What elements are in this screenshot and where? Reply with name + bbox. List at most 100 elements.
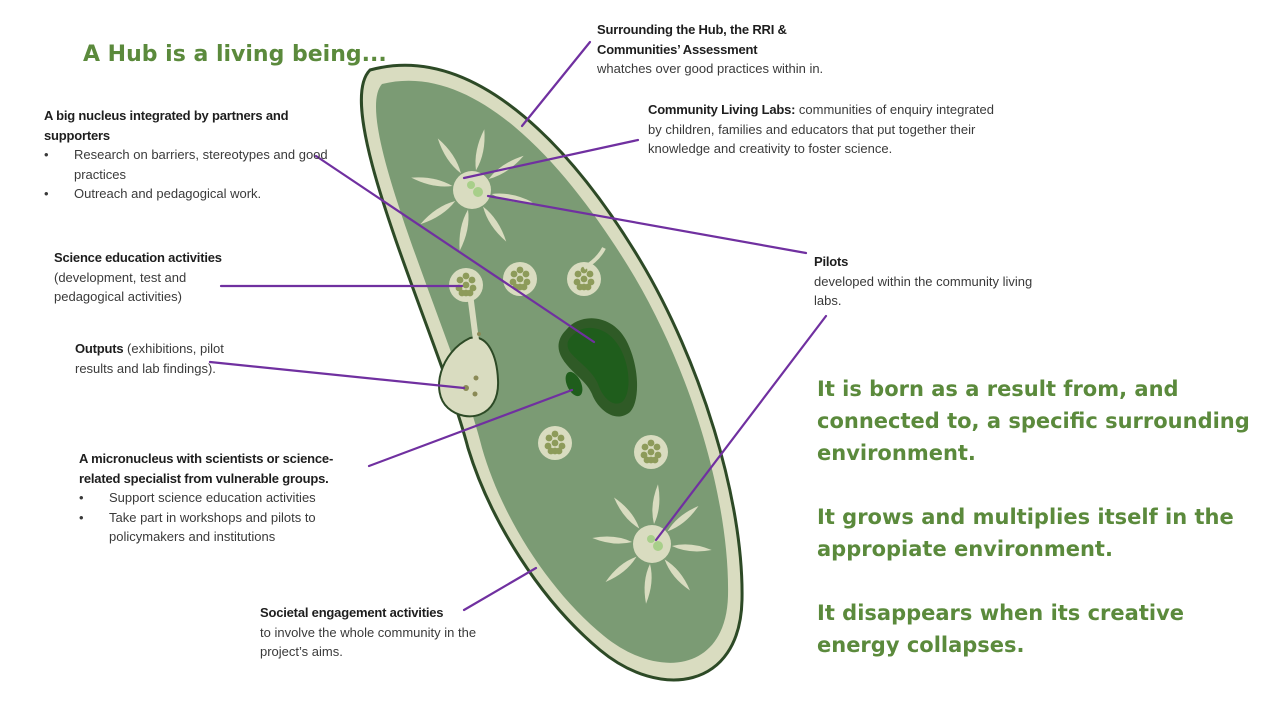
societal-heading: Societal engagement activities xyxy=(260,605,444,620)
nucleus-bullet: Research on barriers, stereotypes and go… xyxy=(44,145,329,184)
vacuole-granule xyxy=(520,283,528,291)
vacuole-ray xyxy=(420,201,456,225)
vacuole-granule xyxy=(653,443,661,451)
vacuole-granule xyxy=(469,284,477,292)
connector-living-labs xyxy=(462,138,640,180)
vacuole-granule xyxy=(647,439,655,447)
vacuole-granule xyxy=(586,270,594,278)
oral-dot xyxy=(472,391,478,397)
connector-outputs xyxy=(208,360,466,390)
vacuole-ray xyxy=(483,206,507,242)
vacuole-stem xyxy=(582,247,606,270)
vacuole-granule xyxy=(456,276,464,284)
label-community-living-labs: Community Living Labs: communities of en… xyxy=(648,100,998,159)
living-labs-heading: Community Living Labs: xyxy=(648,102,796,117)
vacuole-ray xyxy=(411,177,453,187)
rri-heading: Surrounding the Hub, the RRI & Communiti… xyxy=(597,22,787,57)
vacuole-ray xyxy=(488,155,524,179)
vacuole-ray xyxy=(459,209,469,251)
statement-disappears: It disappears when its creative energy c… xyxy=(817,601,1184,657)
vacuole-ray xyxy=(614,497,640,529)
label-outputs: Outputs (exhibitions, pilot results and … xyxy=(75,339,225,378)
science-ed-heading: Science education activities xyxy=(54,250,222,265)
vacuole-granule xyxy=(516,266,524,274)
connector-pilots-lower xyxy=(654,314,828,542)
vacuole-granule xyxy=(510,270,518,278)
vacuole-granule xyxy=(462,281,470,289)
outputs-heading: Outputs xyxy=(75,341,124,356)
vacuole-granule xyxy=(574,270,582,278)
vacuole-ray xyxy=(592,536,633,544)
vacuole-granule xyxy=(587,278,595,286)
food-vacuoles xyxy=(449,262,668,469)
statement-born: It is born as a result from, and connect… xyxy=(817,377,1250,465)
page-title: A Hub is a living being... xyxy=(83,42,387,67)
vacuole-granule xyxy=(651,456,659,464)
oral-dot xyxy=(473,375,479,381)
nucleus-bullet: Outreach and pedagogical work. xyxy=(44,184,329,204)
micronucleus-bullet: Support science education activities xyxy=(79,488,354,508)
vacuole-granule xyxy=(468,276,476,284)
vacuole-dot xyxy=(647,535,655,543)
vacuole-dot xyxy=(467,181,475,189)
vacuole-ray xyxy=(475,129,485,171)
vacuole-granule xyxy=(558,442,566,450)
statement-grows: It grows and multiplies itself in the ap… xyxy=(817,505,1234,561)
vacuole-dot xyxy=(653,541,663,551)
nucleus-bullets: Research on barriers, stereotypes and go… xyxy=(44,145,329,204)
vacuole-granule xyxy=(522,270,530,278)
vacuole-ray xyxy=(652,484,660,525)
vacuole-granule xyxy=(545,434,553,442)
label-big-nucleus: A big nucleus integrated by partners and… xyxy=(44,106,329,204)
label-rri-assessment: Surrounding the Hub, the RRI & Communiti… xyxy=(597,20,859,79)
connector-nucleus xyxy=(314,154,596,344)
vacuole-granule xyxy=(523,278,531,286)
vacuole-granule xyxy=(647,448,655,456)
vacuole-granule xyxy=(573,278,581,286)
oral-dot xyxy=(477,332,481,336)
vacuole-ray xyxy=(667,506,699,532)
vacuole-granule xyxy=(466,289,474,297)
label-pilots: Pilots developed within the community li… xyxy=(814,252,1044,311)
contractile-vacuole-top xyxy=(411,129,533,251)
connector-rri xyxy=(520,40,592,128)
science-ed-body: (development, test and pedagogical activ… xyxy=(54,269,187,305)
vacuole-granule xyxy=(640,451,648,459)
micronucleus-bullet: Take part in workshops and pilots to pol… xyxy=(79,508,354,547)
vacuole-core xyxy=(633,525,671,563)
vacuole-granule xyxy=(580,275,588,283)
connector-societal xyxy=(462,566,538,612)
vacuole-granule xyxy=(509,278,517,286)
outputs-body: (exhibitions, pilot results and lab find… xyxy=(75,341,224,376)
micronucleus-heading: A micronucleus with scientists or scienc… xyxy=(79,451,334,486)
vacuole-granule xyxy=(458,289,466,297)
vacuole-granule xyxy=(551,439,559,447)
pilots-body: developed within the community living la… xyxy=(814,273,1033,309)
pilots-heading: Pilots xyxy=(814,254,849,269)
connector-lines xyxy=(208,40,828,612)
connector-micronucleus xyxy=(367,388,574,468)
vacuole-ray xyxy=(664,559,690,591)
vacuole-granule xyxy=(576,283,584,291)
vacuole-granule xyxy=(584,283,592,291)
vacuole-granule xyxy=(555,447,563,455)
rri-body: whatches over good practices within in. xyxy=(597,61,824,76)
micronucleus-bullets: Support science education activities Tak… xyxy=(79,488,354,547)
vacuole-granule xyxy=(557,434,565,442)
vacuole-granule xyxy=(641,443,649,451)
vacuole-ray xyxy=(671,544,712,552)
vacuole-ray xyxy=(644,563,652,604)
vacuole-granule xyxy=(643,456,651,464)
vacuole-dot xyxy=(473,187,483,197)
vacuole-granule xyxy=(551,430,559,438)
societal-body: to involve the whole community in the pr… xyxy=(260,624,477,660)
hub-statements: It is born as a result from, and connect… xyxy=(817,373,1257,661)
oral-dot xyxy=(463,385,469,391)
nucleus-heading: A big nucleus integrated by partners and… xyxy=(44,108,289,143)
oral-groove xyxy=(438,336,500,418)
vacuole-granule xyxy=(544,442,552,450)
label-societal-engagement: Societal engagement activities to involv… xyxy=(260,603,485,662)
connector-pilots xyxy=(486,194,808,255)
vacuole-granule xyxy=(462,272,470,280)
